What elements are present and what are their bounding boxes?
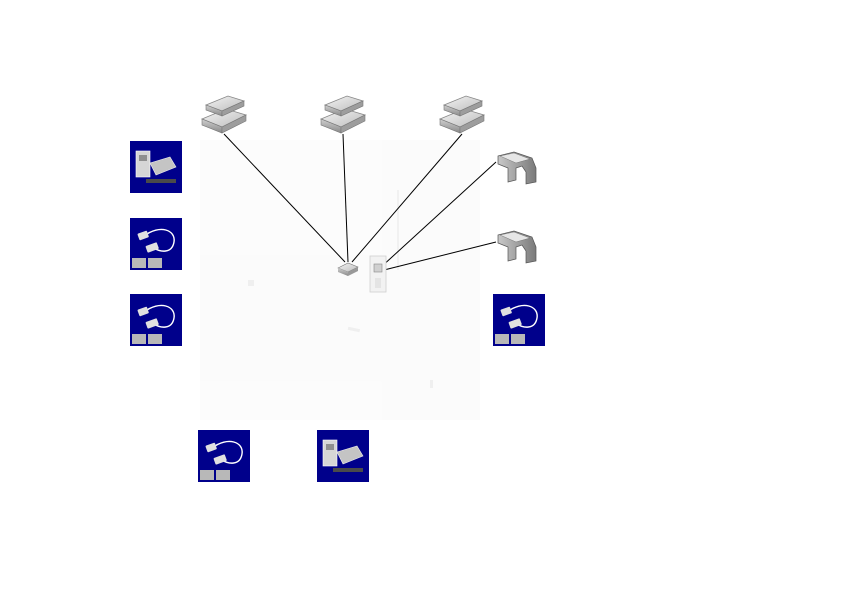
right-clips <box>497 151 537 264</box>
adapter-plug-icon[interactable] <box>130 141 182 193</box>
background-product-drawing <box>200 140 480 420</box>
clip-bracket-icon[interactable] <box>497 230 537 264</box>
usb-cable-icon[interactable] <box>130 218 182 270</box>
module-stack-icon[interactable] <box>337 262 359 276</box>
connection-line <box>383 241 497 271</box>
usb-cable-icon[interactable] <box>198 430 250 482</box>
connection-line <box>351 133 463 263</box>
clip-bracket-icon[interactable] <box>497 151 537 185</box>
adapter-plug-icon[interactable] <box>317 430 369 482</box>
module-icon[interactable] <box>200 95 248 134</box>
connector-port-icon[interactable] <box>369 255 387 293</box>
connection-lines <box>223 133 497 271</box>
module-icon[interactable] <box>319 95 367 134</box>
connection-line <box>379 161 497 269</box>
top-devices <box>200 95 486 134</box>
connection-line <box>342 133 349 263</box>
usb-cable-icon[interactable] <box>493 294 545 346</box>
connection-line <box>223 133 346 263</box>
accessory-tiles <box>130 141 545 482</box>
usb-cable-icon[interactable] <box>130 294 182 346</box>
module-icon[interactable] <box>438 95 486 134</box>
